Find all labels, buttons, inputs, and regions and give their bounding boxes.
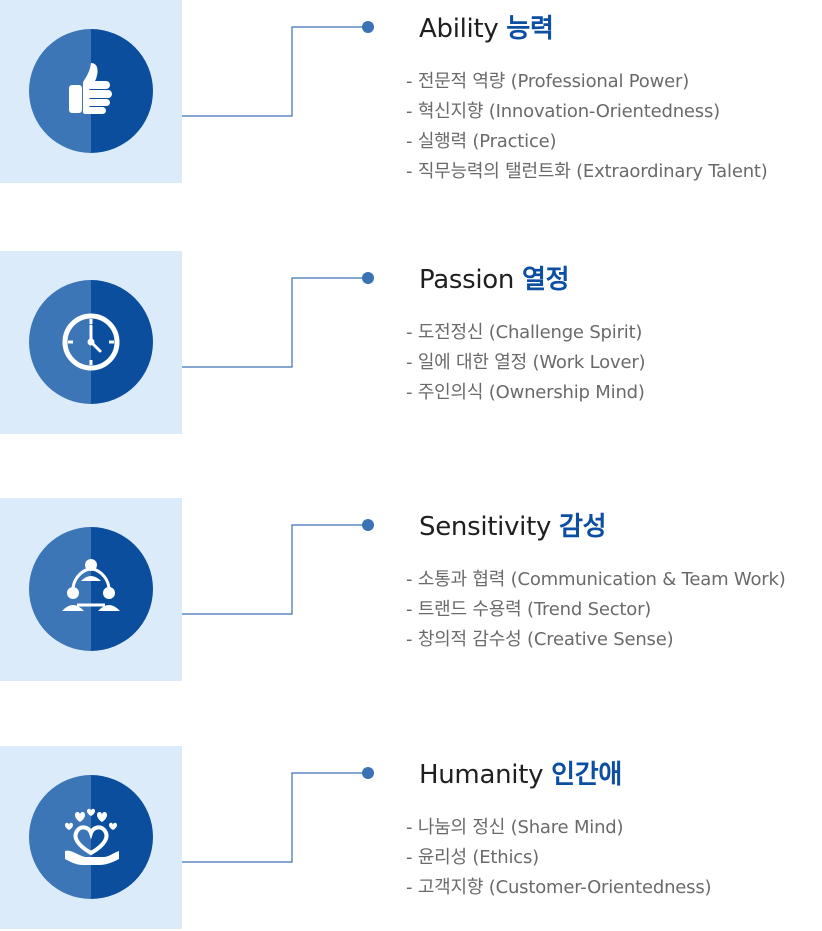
- section-title: Passion 열정: [419, 259, 570, 296]
- list-item: - 도전정신 (Challenge Spirit): [406, 322, 643, 343]
- connector-dot: [362, 767, 374, 779]
- icon-tile: [0, 746, 182, 929]
- section-passion: Passion 열정 - 도전정신 (Challenge Spirit) - 일…: [0, 251, 822, 434]
- icon-tile: [0, 0, 182, 183]
- thumbs-up-icon: [69, 63, 112, 114]
- hearts-hand-icon: [65, 808, 119, 865]
- title-en: Humanity: [419, 760, 544, 790]
- icon-circle: [29, 29, 153, 153]
- item-list: - 전문적 역량 (Professional Power) - 혁신지향 (In…: [406, 67, 768, 187]
- title-ko: 능력: [506, 14, 554, 44]
- list-item: - 실행력 (Practice): [406, 131, 557, 152]
- item-list: - 도전정신 (Challenge Spirit) - 일에 대한 열정 (Wo…: [406, 318, 646, 408]
- list-item: - 트랜드 수용력 (Trend Sector): [406, 599, 652, 620]
- icon-circle: [29, 775, 153, 899]
- icon-circle: [29, 280, 153, 404]
- clock-icon: [62, 313, 120, 371]
- list-item: - 주인의식 (Ownership Mind): [406, 382, 645, 403]
- list-item: - 소통과 협력 (Communication & Team Work): [406, 569, 786, 590]
- title-ko: 열정: [522, 265, 570, 295]
- icon-tile: [0, 251, 182, 434]
- title-en: Passion: [419, 265, 515, 295]
- list-item: - 혁신지향 (Innovation-Orientedness): [406, 101, 720, 122]
- connector-line: [182, 21, 374, 117]
- section-ability: Ability 능력 - 전문적 역량 (Professional Power)…: [0, 0, 822, 183]
- icon-circle: [29, 527, 153, 651]
- list-item: - 일에 대한 열정 (Work Lover): [406, 352, 646, 373]
- section-title: Sensitivity 감성: [419, 506, 607, 543]
- team-network-icon: [62, 559, 120, 611]
- list-item: - 나눔의 정신 (Share Mind): [406, 817, 624, 838]
- item-list: - 나눔의 정신 (Share Mind) - 윤리성 (Ethics) - 고…: [406, 813, 712, 903]
- section-title: Humanity 인간애: [419, 754, 622, 791]
- title-ko: 감성: [559, 512, 607, 542]
- section-humanity: Humanity 인간애 - 나눔의 정신 (Share Mind) - 윤리성…: [0, 746, 822, 929]
- connector-line: [182, 767, 374, 863]
- list-item: - 고객지향 (Customer-Orientedness): [406, 877, 712, 898]
- connector-line: [182, 519, 374, 615]
- title-en: Sensitivity: [419, 512, 552, 542]
- icon-tile: [0, 498, 182, 681]
- item-list: - 소통과 협력 (Communication & Team Work) - 트…: [406, 565, 786, 655]
- section-title: Ability 능력: [419, 8, 554, 45]
- connector-dot: [362, 272, 374, 284]
- connector-line: [182, 272, 374, 368]
- list-item: - 직무능력의 탤런트화 (Extraordinary Talent): [406, 161, 768, 182]
- list-item: - 윤리성 (Ethics): [406, 847, 539, 868]
- list-item: - 전문적 역량 (Professional Power): [406, 71, 690, 92]
- connector-dot: [362, 519, 374, 531]
- connector-dot: [362, 21, 374, 33]
- list-item: - 창의적 감수성 (Creative Sense): [406, 629, 674, 650]
- title-en: Ability: [419, 14, 499, 44]
- title-ko: 인간애: [551, 760, 623, 790]
- section-sensitivity: Sensitivity 감성 - 소통과 협력 (Communication &…: [0, 498, 822, 681]
